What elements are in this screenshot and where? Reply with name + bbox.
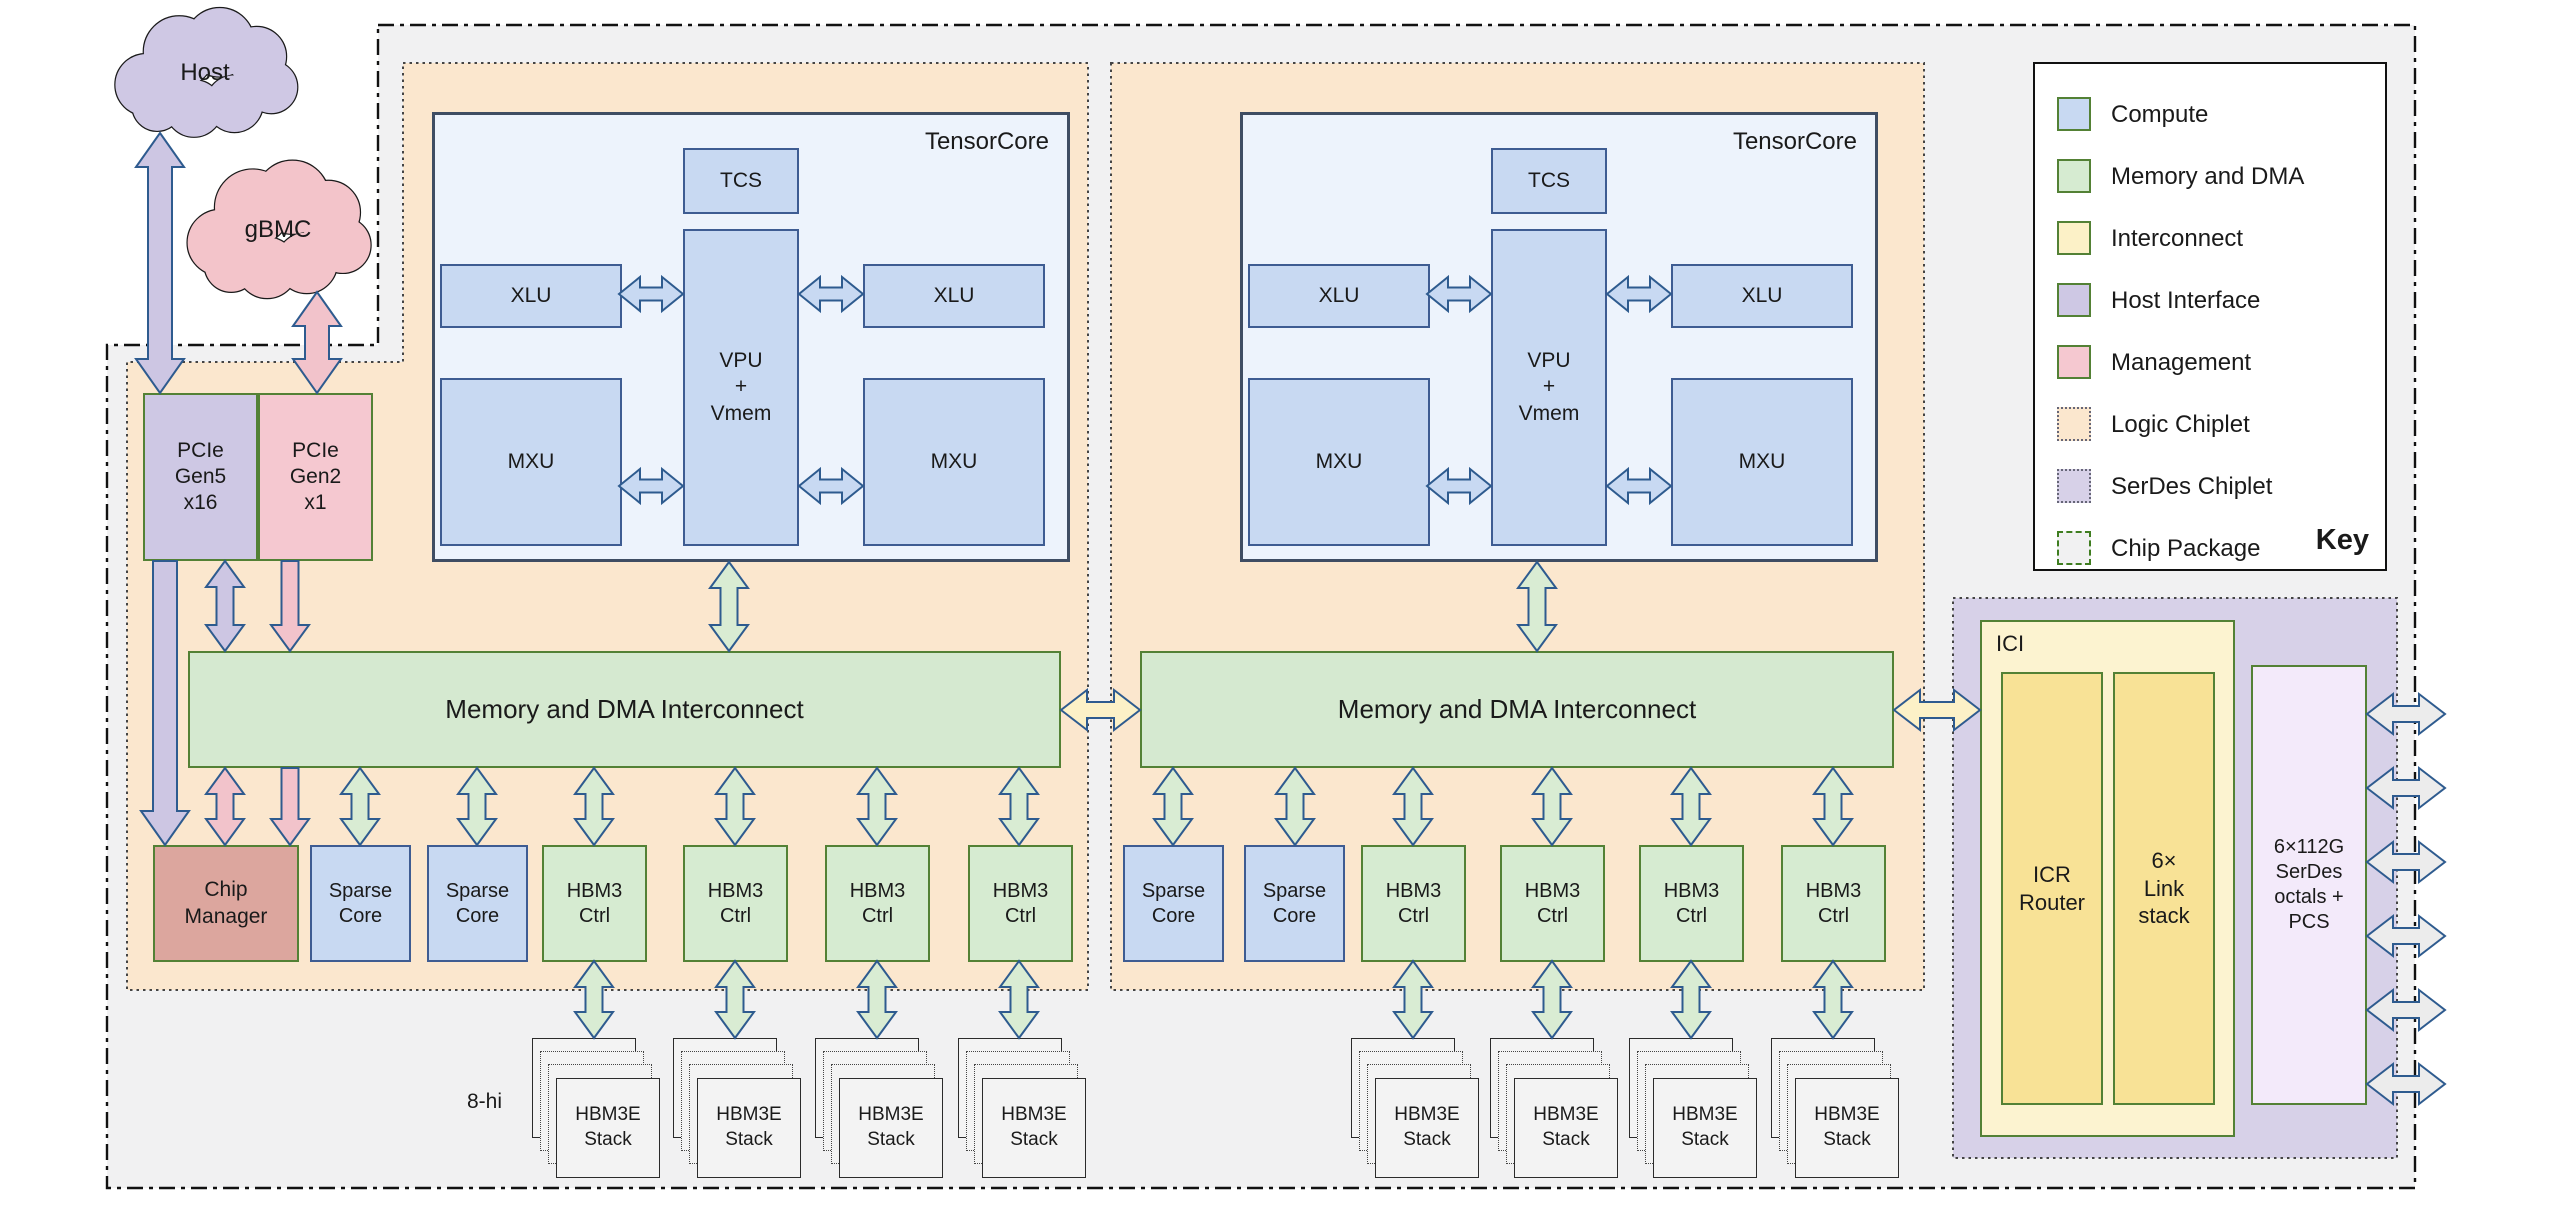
hbm3e-stack-block: HBM3E Stack [839,1078,943,1178]
chip-manager-block: Chip Manager [153,845,299,962]
hbm3-ctrl-block: HBM3 Ctrl [1639,845,1744,962]
tensorcore-2-title: TensorCore [1732,128,1857,155]
icr-router-block: ICR Router [2001,672,2103,1105]
hbm3-ctrl-block: HBM3 Ctrl [825,845,930,962]
xlu-block: XLU [1671,264,1853,328]
legend-swatch-serdes-chiplet [2057,469,2091,503]
pcie-gen2-block: PCIe Gen2 x1 [258,393,373,561]
vpu-vmem-block: VPU + Vmem [683,229,799,546]
tensorcore-2: TensorCore TCS VPU + Vmem XLU XLU MXU MX… [1240,112,1878,562]
link-stack-block: 6× Link stack [2113,672,2215,1105]
vpu-vmem-block: VPU + Vmem [1491,229,1607,546]
tcs-block: TCS [683,148,799,214]
legend-swatch-memory [2057,159,2091,193]
hbm3-ctrl-block: HBM3 Ctrl [1781,845,1886,962]
legend: Compute Memory and DMA Interconnect Host… [2033,62,2387,571]
legend-label: Logic Chiplet [2111,411,2250,438]
stack-height-note: 8-hi [466,1090,502,1113]
mxu-block: MXU [1671,378,1853,546]
hbm3e-stack-block: HBM3E Stack [1653,1078,1757,1178]
hbm3-ctrl-block: HBM3 Ctrl [1361,845,1466,962]
tensorcore-1-title: TensorCore [924,128,1049,155]
mxu-block: MXU [440,378,622,546]
legend-label: SerDes Chiplet [2111,473,2273,500]
legend-label: Compute [2111,101,2209,128]
mxu-block: MXU [863,378,1045,546]
legend-label: Chip Package [2111,535,2261,562]
hbm3e-stack-block: HBM3E Stack [1514,1078,1618,1178]
legend-title: Key [2315,524,2369,556]
legend-label: Interconnect [2111,225,2244,252]
legend-swatch-interconnect [2057,221,2091,255]
mxu-block: MXU [1248,378,1430,546]
sparse-core-block: Sparse Core [1244,845,1345,962]
hbm3e-stack-block: HBM3E Stack [697,1078,801,1178]
legend-label: Host Interface [2111,287,2261,314]
hbm3-ctrl-block: HBM3 Ctrl [683,845,788,962]
legend-swatch-logic-chiplet [2057,407,2091,441]
sparse-core-block: Sparse Core [427,845,528,962]
hbm3-ctrl-block: HBM3 Ctrl [1500,845,1605,962]
tensorcore-1: TensorCore TCS VPU + Vmem XLU XLU MXU MX… [432,112,1070,562]
hbm3-ctrl-block: HBM3 Ctrl [968,845,1073,962]
hbm3e-stack-block: HBM3E Stack [1795,1078,1899,1178]
ici-title: ICI [1996,631,2025,656]
host-cloud-label: Host [180,59,230,86]
legend-swatch-management [2057,345,2091,379]
hbm3e-stack-block: HBM3E Stack [982,1078,1086,1178]
legend-swatch-compute [2057,97,2091,131]
tcs-block: TCS [1491,148,1607,214]
hbm3e-stack-block: HBM3E Stack [556,1078,660,1178]
legend-swatch-chip-package [2057,531,2091,565]
memory-dma-interconnect-2: Memory and DMA Interconnect [1140,651,1894,768]
xlu-block: XLU [863,264,1045,328]
sparse-core-block: Sparse Core [1123,845,1224,962]
legend-label: Management [2111,349,2252,376]
memory-dma-interconnect-1: Memory and DMA Interconnect [188,651,1061,768]
hbm3-ctrl-block: HBM3 Ctrl [542,845,647,962]
legend-swatch-host-interface [2057,283,2091,317]
sparse-core-block: Sparse Core [310,845,411,962]
pcie-gen5-block: PCIe Gen5 x16 [143,393,258,561]
gbmc-cloud-label: gBMC [244,216,312,243]
xlu-block: XLU [1248,264,1430,328]
legend-label: Memory and DMA [2111,163,2305,190]
serdes-octals-block: 6×112G SerDes octals + PCS [2251,665,2367,1105]
hbm3e-stack-block: HBM3E Stack [1375,1078,1479,1178]
xlu-block: XLU [440,264,622,328]
